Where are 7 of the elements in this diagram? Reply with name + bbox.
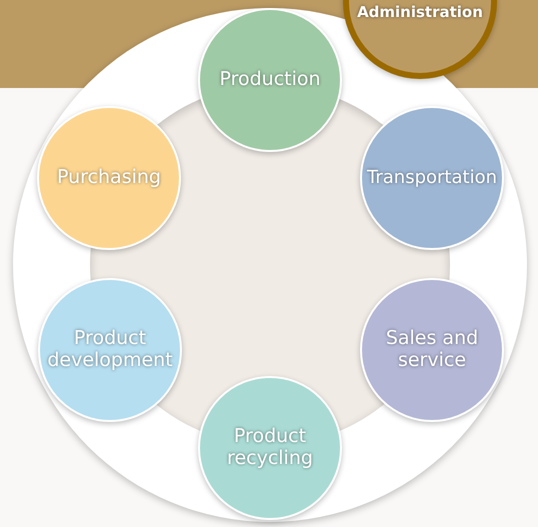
function-label: Sales and service (384, 328, 480, 372)
function-label: Transportation (367, 168, 497, 188)
function-label: Production (219, 69, 321, 91)
function-label: Purchasing (57, 167, 161, 189)
function-label: Administration (357, 4, 483, 22)
function-label: Product development (47, 328, 173, 372)
function-label: Product recycling (226, 426, 314, 470)
